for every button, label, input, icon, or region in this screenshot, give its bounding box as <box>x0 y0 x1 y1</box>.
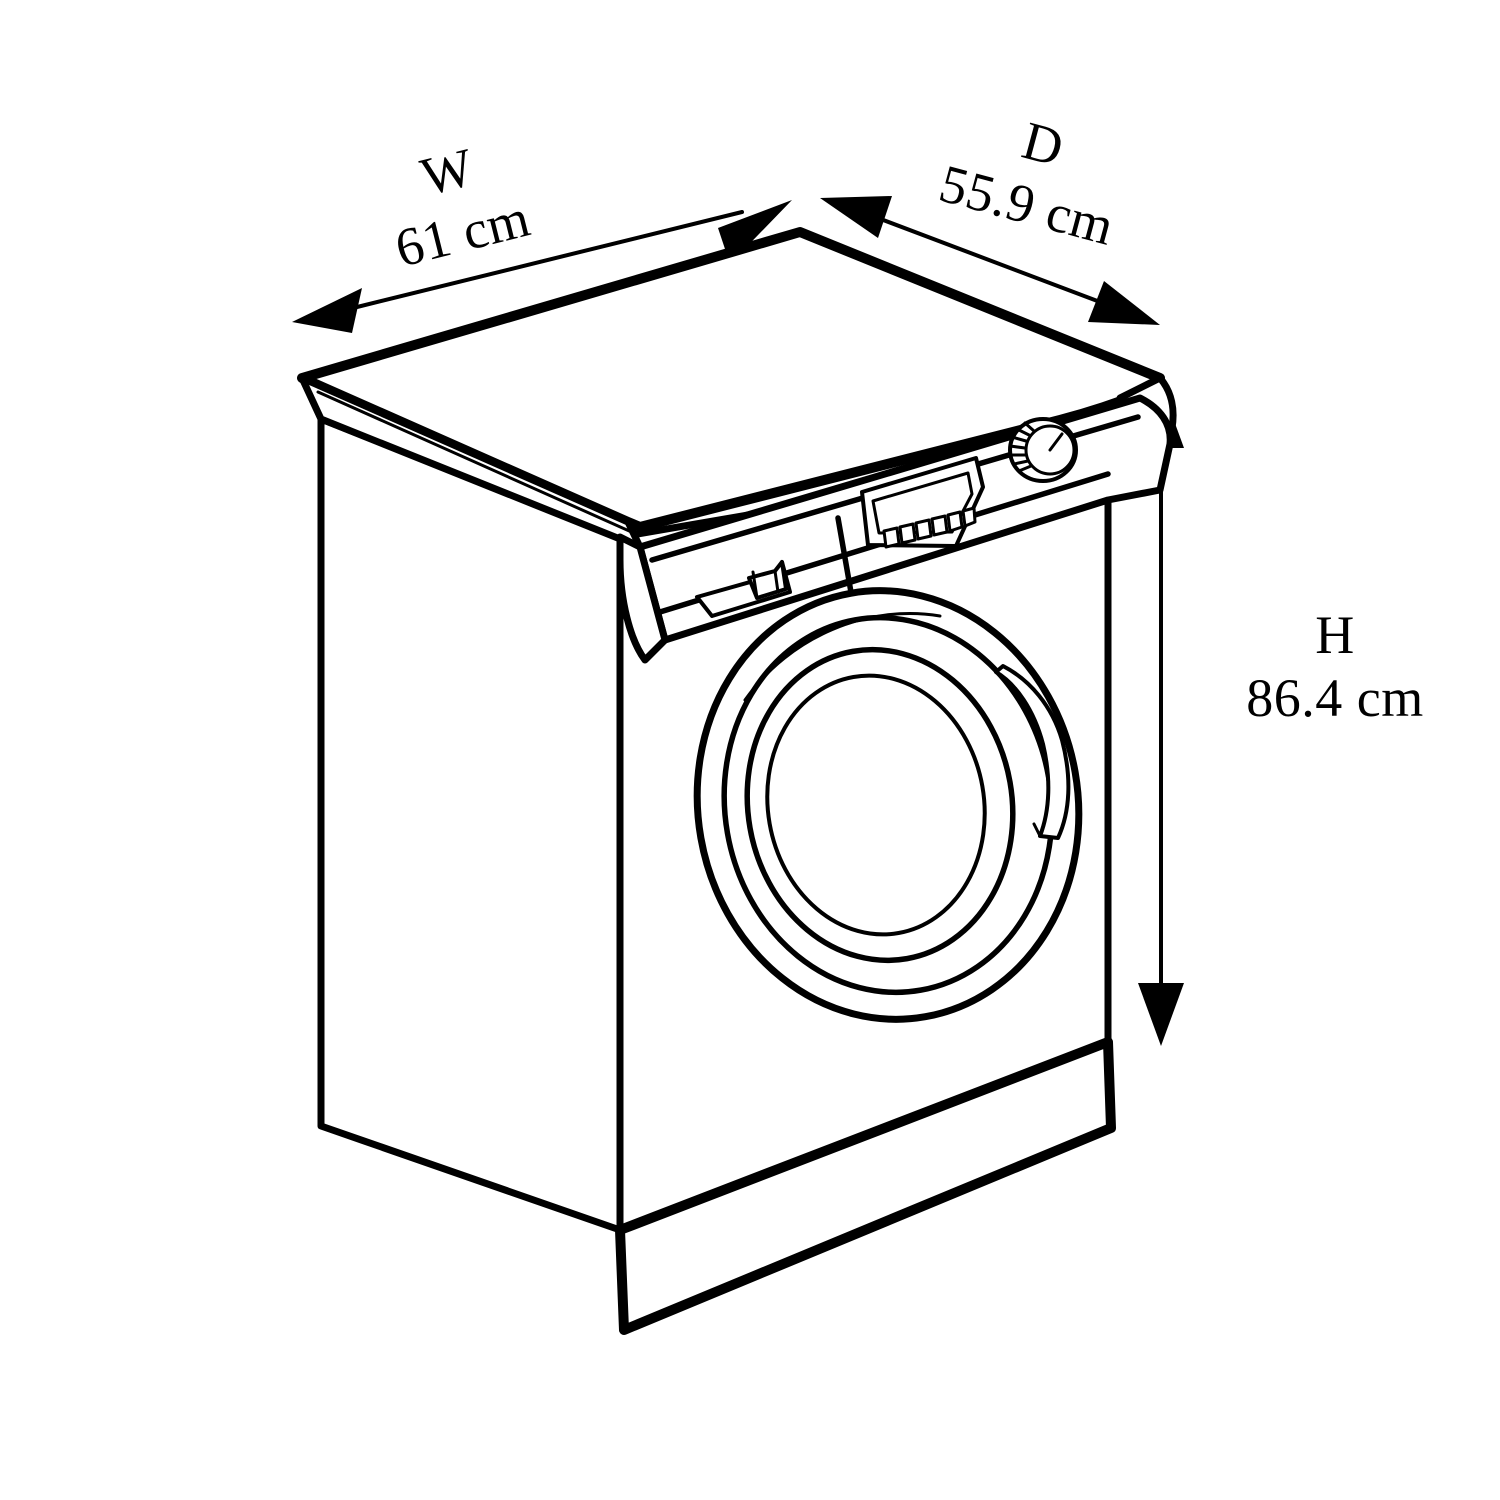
display-button-row[interactable] <box>882 506 977 549</box>
porthole-door[interactable] <box>664 560 1113 1049</box>
program-selector-knob[interactable] <box>1008 417 1078 483</box>
depth-dimension-arrow <box>820 196 1160 325</box>
control-panel-left-corner <box>616 533 669 664</box>
side-panel-bottom-edge <box>318 1123 623 1233</box>
detergent-drawer-handle[interactable] <box>695 560 792 618</box>
bottom-plinth <box>615 1037 1116 1335</box>
left-side-panel <box>317 415 624 1234</box>
height-letter: H <box>1315 605 1355 665</box>
height-dimension-label: H 86.4 cm <box>1190 604 1480 729</box>
height-value: 86.4 cm <box>1246 667 1424 728</box>
door-handle-notch[interactable] <box>994 664 1071 840</box>
door-rim-highlight <box>743 612 942 702</box>
